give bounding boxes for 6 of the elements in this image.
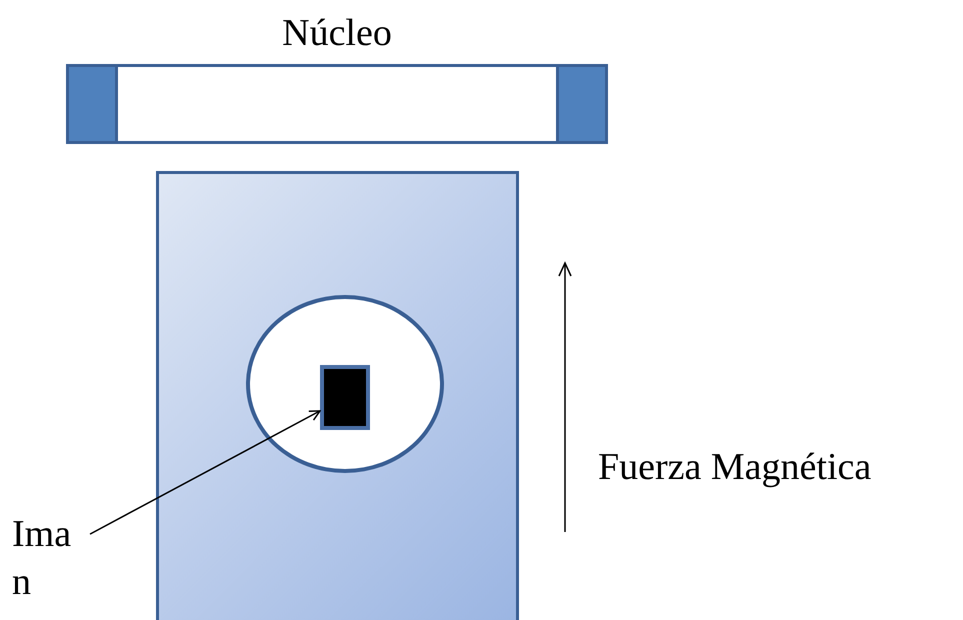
magnet-label: Ima n [12,500,90,610]
force-label: Fuerza Magnética [598,445,872,490]
core-label: Núcleo [282,11,392,56]
leader-line [90,410,321,535]
coil-panel [156,171,519,620]
magnet-block [320,365,370,430]
